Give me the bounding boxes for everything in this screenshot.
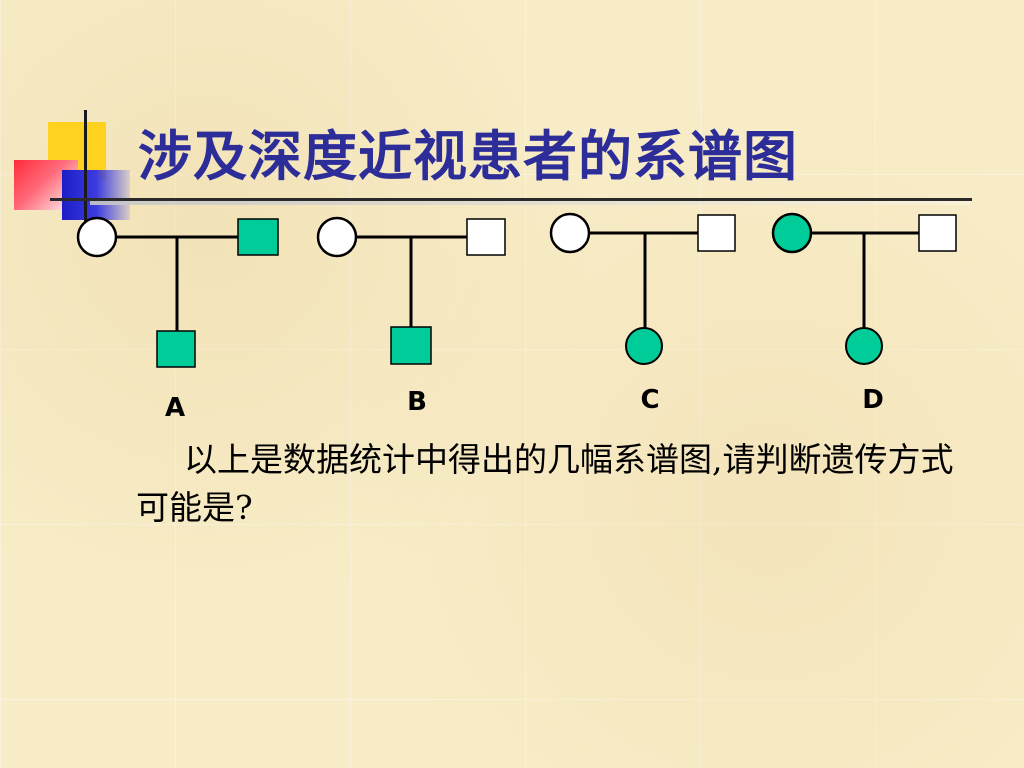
mother-symbol [549, 212, 591, 254]
slide-title: 涉及深度近视患者的系谱图 [138, 124, 798, 188]
pedigree-label-c: C [640, 385, 659, 415]
decorative-blue-square [62, 170, 130, 220]
decorative-horizontal-line [50, 198, 972, 201]
pedigree-label-b: B [407, 387, 427, 417]
mother-symbol [316, 216, 358, 258]
pedigree-b: B [316, 216, 506, 417]
question-text: 以上是数据统计中得出的几幅系谱图,请判断遗传方式可能是? [136, 440, 954, 527]
father-symbol [697, 214, 736, 252]
decorative-horizontal-line-shadow [90, 201, 970, 205]
pedigree-label-d: D [862, 385, 884, 415]
decorative-vertical-line [84, 110, 87, 230]
child-symbol [156, 330, 196, 368]
mother-symbol [76, 216, 118, 258]
father-symbol [466, 218, 506, 256]
father-symbol [918, 214, 957, 252]
child-symbol [845, 327, 883, 365]
mother-symbol [771, 212, 813, 254]
pedigree-label-a: A [165, 393, 185, 423]
pedigree-d: D [771, 212, 957, 415]
pedigree-c: C [549, 212, 736, 415]
child-symbol [390, 326, 432, 365]
father-symbol [237, 218, 279, 256]
pedigree-a: A [76, 216, 279, 423]
child-symbol [625, 327, 663, 365]
